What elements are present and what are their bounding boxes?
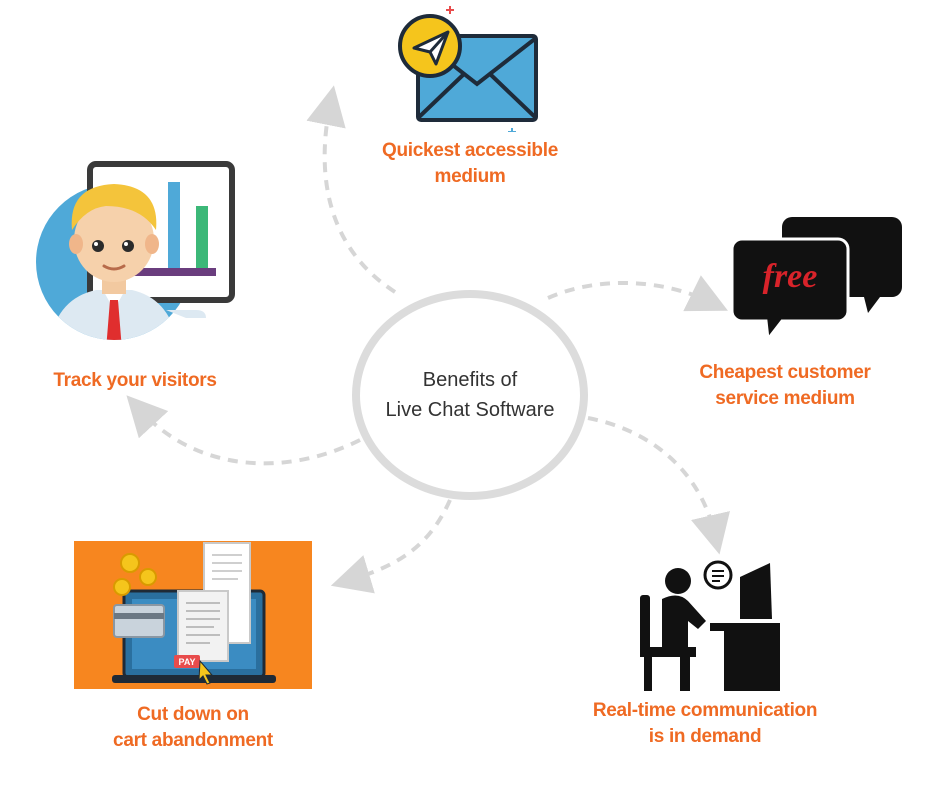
center-ring: Benefits of Live Chat Software [352,290,588,500]
label-cart-line2: cart abandonment [113,730,273,751]
center-title-line2: Live Chat Software [385,399,555,421]
label-realtime-line1: Real-time communication [592,700,818,721]
label-realtime: Real-time communication is in demand [570,698,840,750]
arrow-to-realtime [587,416,730,555]
arrow-to-quickest [306,85,397,294]
mail-plane-icon [398,6,538,132]
label-cart: Cut down on cart abandonment [78,702,308,754]
arrow-to-cheapest [547,275,728,312]
label-quickest: Quickest accessible medium [360,138,580,190]
laptop-pay-icon: PAY [74,541,312,689]
label-realtime-line2: is in demand [648,726,762,747]
pay-button-text: PAY [178,657,195,667]
label-quickest-line2: medium [434,166,506,187]
label-cheapest-line2: service medium [715,388,855,409]
analyst-avatar-icon [36,161,235,340]
free-logo-text: free [763,258,818,295]
label-quickest-line1: Quickest accessible [382,140,558,161]
arrow-to-cart [330,499,452,594]
label-cart-line1: Cut down on [137,704,249,725]
center-title-line1: Benefits of [422,369,518,391]
label-cheapest-line1: Cheapest customer [699,362,871,383]
arrow-to-track [126,395,361,466]
label-track: Track your visitors [30,368,240,394]
label-cheapest: Cheapest customer service medium [680,360,890,412]
free-chat-bubbles-icon: free [730,217,902,343]
label-track-line1: Track your visitors [53,370,217,391]
person-at-computer-icon [640,560,780,691]
